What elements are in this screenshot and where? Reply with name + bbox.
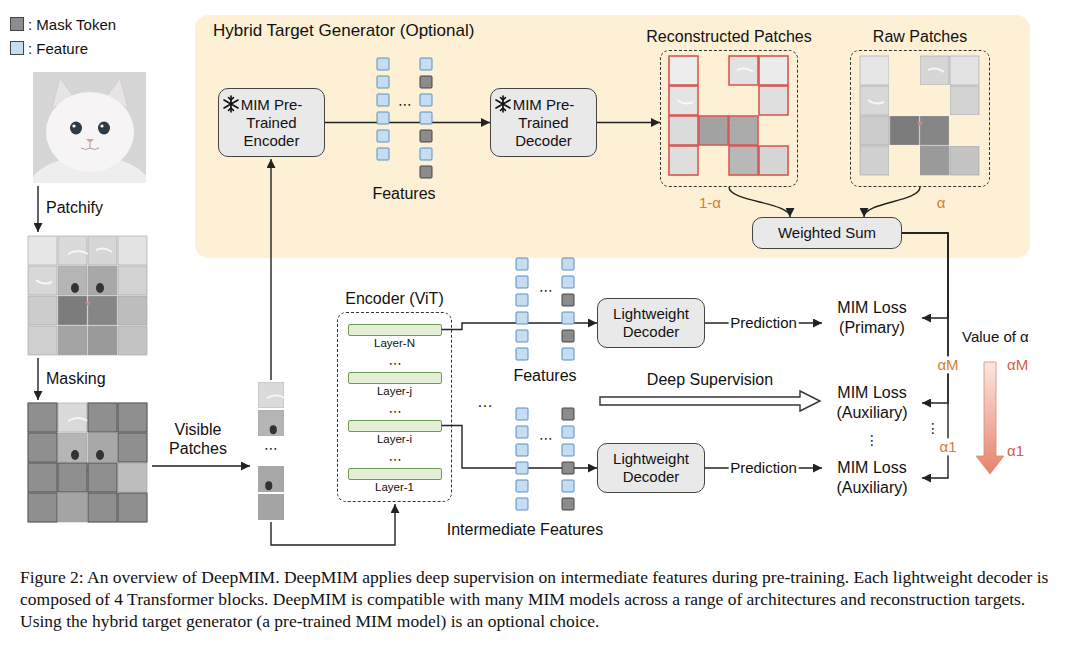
- weighted-sum-box: Weighted Sum: [752, 217, 902, 249]
- ellipsis: ⋯: [264, 440, 278, 457]
- node-text: Layer-1: [329, 481, 461, 494]
- node-text: MIM Pre-Trained Encoder: [225, 96, 318, 150]
- axis-label: Value of α: [962, 328, 1029, 346]
- flow-arrow: [37, 358, 38, 400]
- edge-label: αM: [935, 356, 960, 373]
- alpha-label: αM: [1007, 356, 1028, 374]
- legend-text: : Mask Token: [28, 16, 116, 33]
- node-text: Encoder (ViT): [278, 289, 511, 309]
- ellipsis: ⋯: [389, 452, 402, 468]
- token-column: [562, 408, 574, 510]
- layer-bar: Layer-j: [348, 372, 442, 384]
- connector-arrow: [729, 187, 790, 217]
- decoder-box: Lightweight Decoder: [597, 298, 705, 348]
- masked-grid: [28, 403, 147, 522]
- patch-grid: [28, 236, 147, 355]
- layer-bar: Layer-1: [348, 468, 442, 480]
- cat-photo: [33, 72, 146, 183]
- connector-arrow: [864, 187, 920, 217]
- flow-arrow: [152, 465, 250, 466]
- edge-label: Prediction: [728, 314, 799, 331]
- ellipsis: ⋯: [539, 430, 553, 447]
- legend-row: : Mask Token: [10, 12, 116, 36]
- flow-arrow: [271, 504, 395, 545]
- ellipsis: ⋯: [389, 404, 402, 420]
- layer-bar: Layer-i: [348, 420, 442, 432]
- node-text: Layer-N: [329, 337, 461, 350]
- legend-text: : Feature: [28, 40, 88, 57]
- figure-caption: Figure 2: An overview of DeepMIM. DeepMI…: [20, 566, 1062, 632]
- frozen-decoder-box: MIM Pre-Trained Decoder: [490, 88, 597, 157]
- step-label: Visible Patches: [162, 420, 234, 458]
- legend: : Mask Token : Feature: [10, 12, 116, 60]
- decoder-box: Lightweight Decoder: [597, 443, 705, 493]
- ellipsis: …: [477, 392, 493, 411]
- connector-arrow: [902, 233, 948, 318]
- token-column: [377, 58, 389, 160]
- node-text: MIM Loss (Primary): [824, 298, 920, 338]
- flow-arrow: [270, 159, 271, 380]
- loss-label: MIM Loss (Auxiliary): [822, 456, 922, 500]
- connector-arrow: [325, 122, 490, 123]
- node-text: Reconstructed Patches: [601, 27, 857, 47]
- ellipsis: ⋮: [865, 432, 879, 449]
- frozen-encoder-box: MIM Pre-Trained Encoder: [218, 88, 325, 157]
- node-text: Lightweight Decoder: [604, 305, 698, 341]
- token-column: [420, 58, 432, 178]
- ellipsis: ⋯: [398, 96, 412, 113]
- ellipsis: ⋯: [389, 356, 402, 372]
- connector-arrow: [902, 233, 948, 403]
- step-label: Masking: [46, 369, 106, 388]
- feature-label: Features: [372, 184, 435, 203]
- legend-swatch: [10, 41, 24, 55]
- gradient-arrow: [976, 362, 1004, 474]
- ellipsis: ⋮: [926, 420, 940, 437]
- arrow-label: Deep Supervision: [647, 370, 773, 389]
- token-column: [516, 258, 528, 360]
- layer-bar: Layer-N: [348, 324, 442, 336]
- connector-arrow: [597, 122, 660, 123]
- frozen-icon: [224, 96, 238, 112]
- ellipsis: ⋯: [539, 282, 553, 299]
- visible-patch-column: [204, 382, 338, 546]
- loss-label: MIM Loss (Primary): [822, 296, 922, 340]
- node-text: MIM Loss (Auxiliary): [824, 458, 920, 498]
- flow-arrow: [37, 186, 38, 232]
- token-column: [562, 258, 574, 360]
- edge-label: Prediction: [728, 459, 799, 476]
- loss-label: MIM Loss (Auxiliary): [822, 381, 922, 425]
- feature-label: Intermediate Features: [447, 520, 604, 539]
- raw-patches: [860, 56, 980, 176]
- node-text: Layer-i: [329, 433, 461, 446]
- feature-label: Features: [513, 366, 576, 385]
- legend-row: : Feature: [10, 36, 116, 60]
- recon-patches: [669, 56, 789, 176]
- edge-label: 1-α: [697, 194, 723, 211]
- alpha-label: α1: [1007, 442, 1024, 460]
- node-text: MIM Loss (Auxiliary): [824, 383, 920, 423]
- edge-label: α1: [937, 438, 958, 455]
- token-column: [516, 408, 528, 510]
- node-text: Lightweight Decoder: [604, 450, 698, 486]
- hollow-arrow: [600, 391, 820, 411]
- node-text: Raw Patches: [791, 27, 1049, 47]
- edge-label: α: [935, 194, 948, 211]
- legend-swatch: [10, 17, 24, 31]
- node-text: Layer-j: [329, 385, 461, 398]
- node-text: Weighted Sum: [759, 224, 895, 242]
- node-text: MIM Pre-Trained Decoder: [497, 96, 590, 150]
- frozen-icon: [496, 96, 510, 112]
- step-label: Patchify: [46, 198, 103, 217]
